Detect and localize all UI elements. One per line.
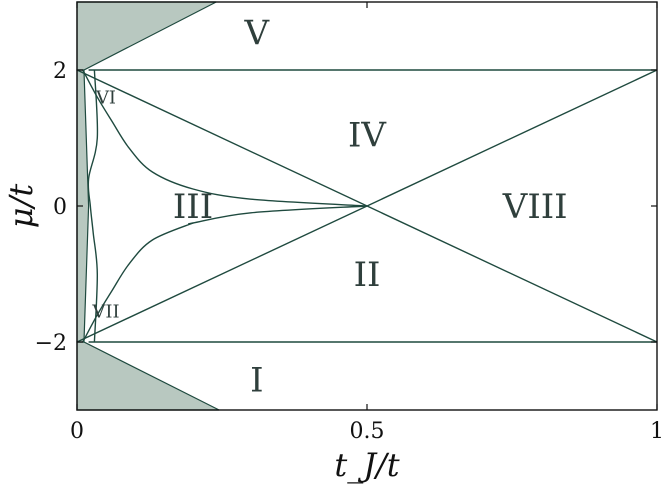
region-label-viii: VIII	[502, 187, 568, 227]
shaded-regions	[76, 1, 220, 411]
boundary-line-5	[82, 69, 368, 207]
region-label-vii: VII	[91, 302, 119, 323]
y-axis-label: μ/t	[2, 184, 40, 229]
y-tick-label: 0	[53, 195, 67, 220]
x-axis-label: t_J/t	[334, 446, 399, 484]
y-tick-label: −2	[35, 331, 67, 356]
region-label-iii: III	[173, 187, 213, 227]
x-tick-label: 1	[650, 419, 664, 444]
x-tick-label: 0.5	[350, 419, 385, 444]
region-label-i: I	[250, 360, 263, 400]
region-label-ii: II	[354, 255, 381, 295]
shaded-region-1	[76, 1, 217, 71]
axis-ticks: 0 0.5 1 −2 0 2	[35, 2, 664, 444]
y-tick-label: 2	[53, 59, 67, 84]
phase-boundaries	[76, 69, 658, 343]
boundary-line-lower-tail	[188, 205, 368, 225]
x-tick-label: 0	[70, 419, 84, 444]
boundary-line-6	[87, 69, 99, 343]
shaded-region-2	[76, 341, 220, 411]
region-label-v: V	[244, 14, 271, 54]
region-label-iv: IV	[348, 116, 387, 156]
region-label-vi: VI	[95, 88, 116, 109]
boundary-line-7	[82, 222, 194, 343]
